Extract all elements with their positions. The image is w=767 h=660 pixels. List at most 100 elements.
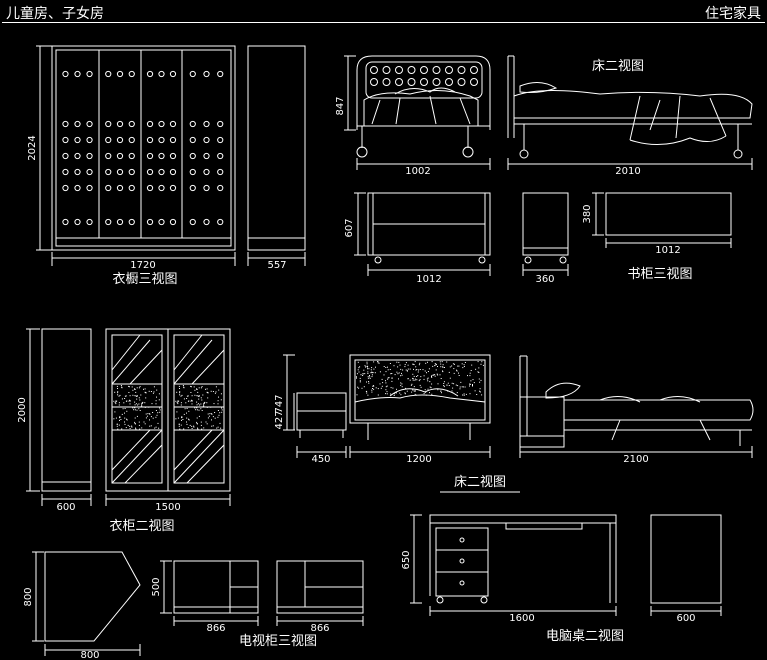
decor-speckle (194, 394, 196, 396)
decor-speckle (203, 404, 205, 406)
decor-speckle (427, 388, 429, 390)
tvstand-height-dim: 500 (151, 577, 162, 596)
decor-speckle (480, 379, 482, 381)
decor-speckle (373, 361, 375, 363)
decor-speckle (203, 405, 205, 407)
decor-speckle (126, 419, 128, 421)
decor-speckle (157, 422, 159, 424)
decor-speckle (218, 396, 219, 398)
decor-speckle (369, 377, 371, 379)
decor-speckle (175, 400, 177, 402)
decor-speckle (407, 378, 409, 379)
decor-speckle (210, 406, 212, 408)
decor-dot (128, 70, 135, 78)
decor-dot (128, 152, 135, 160)
desk-height-dim: 650 (401, 550, 412, 569)
decor-speckle (136, 409, 138, 411)
decor-dot (105, 184, 112, 192)
decor-speckle (409, 368, 411, 370)
decor-speckle (448, 371, 450, 373)
decor-speckle (359, 381, 361, 383)
decor-speckle (434, 374, 436, 376)
tvstand-caption: 电视柜三视图 (239, 634, 317, 649)
bed1-caption: 床二视图 (592, 59, 644, 74)
decor-speckle (425, 362, 427, 364)
decor-speckle (197, 403, 199, 405)
decor-speckle (178, 385, 180, 387)
title-rule (2, 22, 765, 23)
decor-dot (189, 152, 196, 160)
decor-speckle (196, 423, 198, 424)
decor-dot (382, 78, 391, 86)
decor-speckle (131, 386, 133, 388)
decor-speckle (152, 417, 154, 419)
decor-speckle (117, 391, 119, 393)
decor-speckle (419, 362, 421, 364)
decor-speckle (210, 413, 212, 415)
decor-dot (203, 120, 210, 128)
decor-speckle (201, 399, 203, 401)
decor-dot (420, 66, 428, 74)
decor-speckle (177, 400, 179, 402)
decor-dot (169, 152, 177, 160)
decor-speckle (153, 391, 155, 393)
decor-speckle (121, 428, 123, 430)
decor-dot (62, 70, 69, 78)
decor-speckle (152, 392, 154, 394)
decor-speckle (191, 399, 192, 401)
decor-speckle (134, 409, 136, 411)
decor-speckle (132, 394, 134, 396)
decor-speckle (388, 377, 390, 379)
decor-speckle (371, 367, 373, 369)
bookcase-height2-dim: 380 (582, 204, 593, 223)
wardrobe-side-view (247, 45, 306, 251)
decor-speckle (386, 385, 388, 387)
decor-speckle (440, 366, 442, 368)
decor-speckle (405, 369, 407, 371)
decor-dot (445, 66, 453, 74)
decor-speckle (396, 388, 397, 390)
decor-dot (169, 184, 177, 192)
decor-dot (189, 120, 196, 128)
decor-speckle (387, 366, 388, 368)
decor-speckle (398, 361, 400, 363)
wardrobe2-height-dim: 2000 (17, 397, 28, 422)
decor-speckle (401, 372, 402, 374)
decor-speckle (391, 373, 393, 374)
decor-speckle (131, 426, 133, 428)
decor-speckle (124, 417, 126, 419)
decor-speckle (405, 362, 407, 364)
decor-speckle (177, 417, 179, 419)
decor-speckle (461, 363, 463, 365)
decor-dot (189, 218, 196, 226)
decor-dot (217, 152, 224, 160)
decor-speckle (402, 369, 404, 371)
decor-dot (470, 66, 478, 74)
decor-dot (105, 218, 112, 226)
decor-speckle (462, 367, 464, 369)
decor-dot (203, 136, 210, 144)
decor-dot (128, 184, 135, 192)
decor-dot (116, 218, 124, 226)
decor-dot (146, 70, 154, 78)
decor-dot (169, 218, 177, 226)
decor-speckle (209, 413, 211, 415)
decor-speckle (456, 369, 457, 371)
decor-dot (105, 136, 112, 144)
decor-speckle (457, 365, 459, 367)
decor-speckle (145, 413, 147, 415)
decor-speckle (134, 388, 136, 390)
decor-speckle (219, 422, 221, 424)
decor-speckle (457, 385, 459, 387)
decor-speckle (399, 392, 401, 394)
decor-speckle (415, 366, 417, 368)
decor-speckle (178, 400, 180, 402)
decor-dot (74, 120, 81, 128)
decor-speckle (140, 394, 142, 396)
decor-speckle (159, 411, 161, 413)
decor-dot (116, 168, 124, 176)
decor-speckle (148, 390, 150, 392)
decor-speckle (451, 390, 453, 392)
decor-dot (158, 184, 165, 192)
decor-speckle (190, 385, 192, 387)
